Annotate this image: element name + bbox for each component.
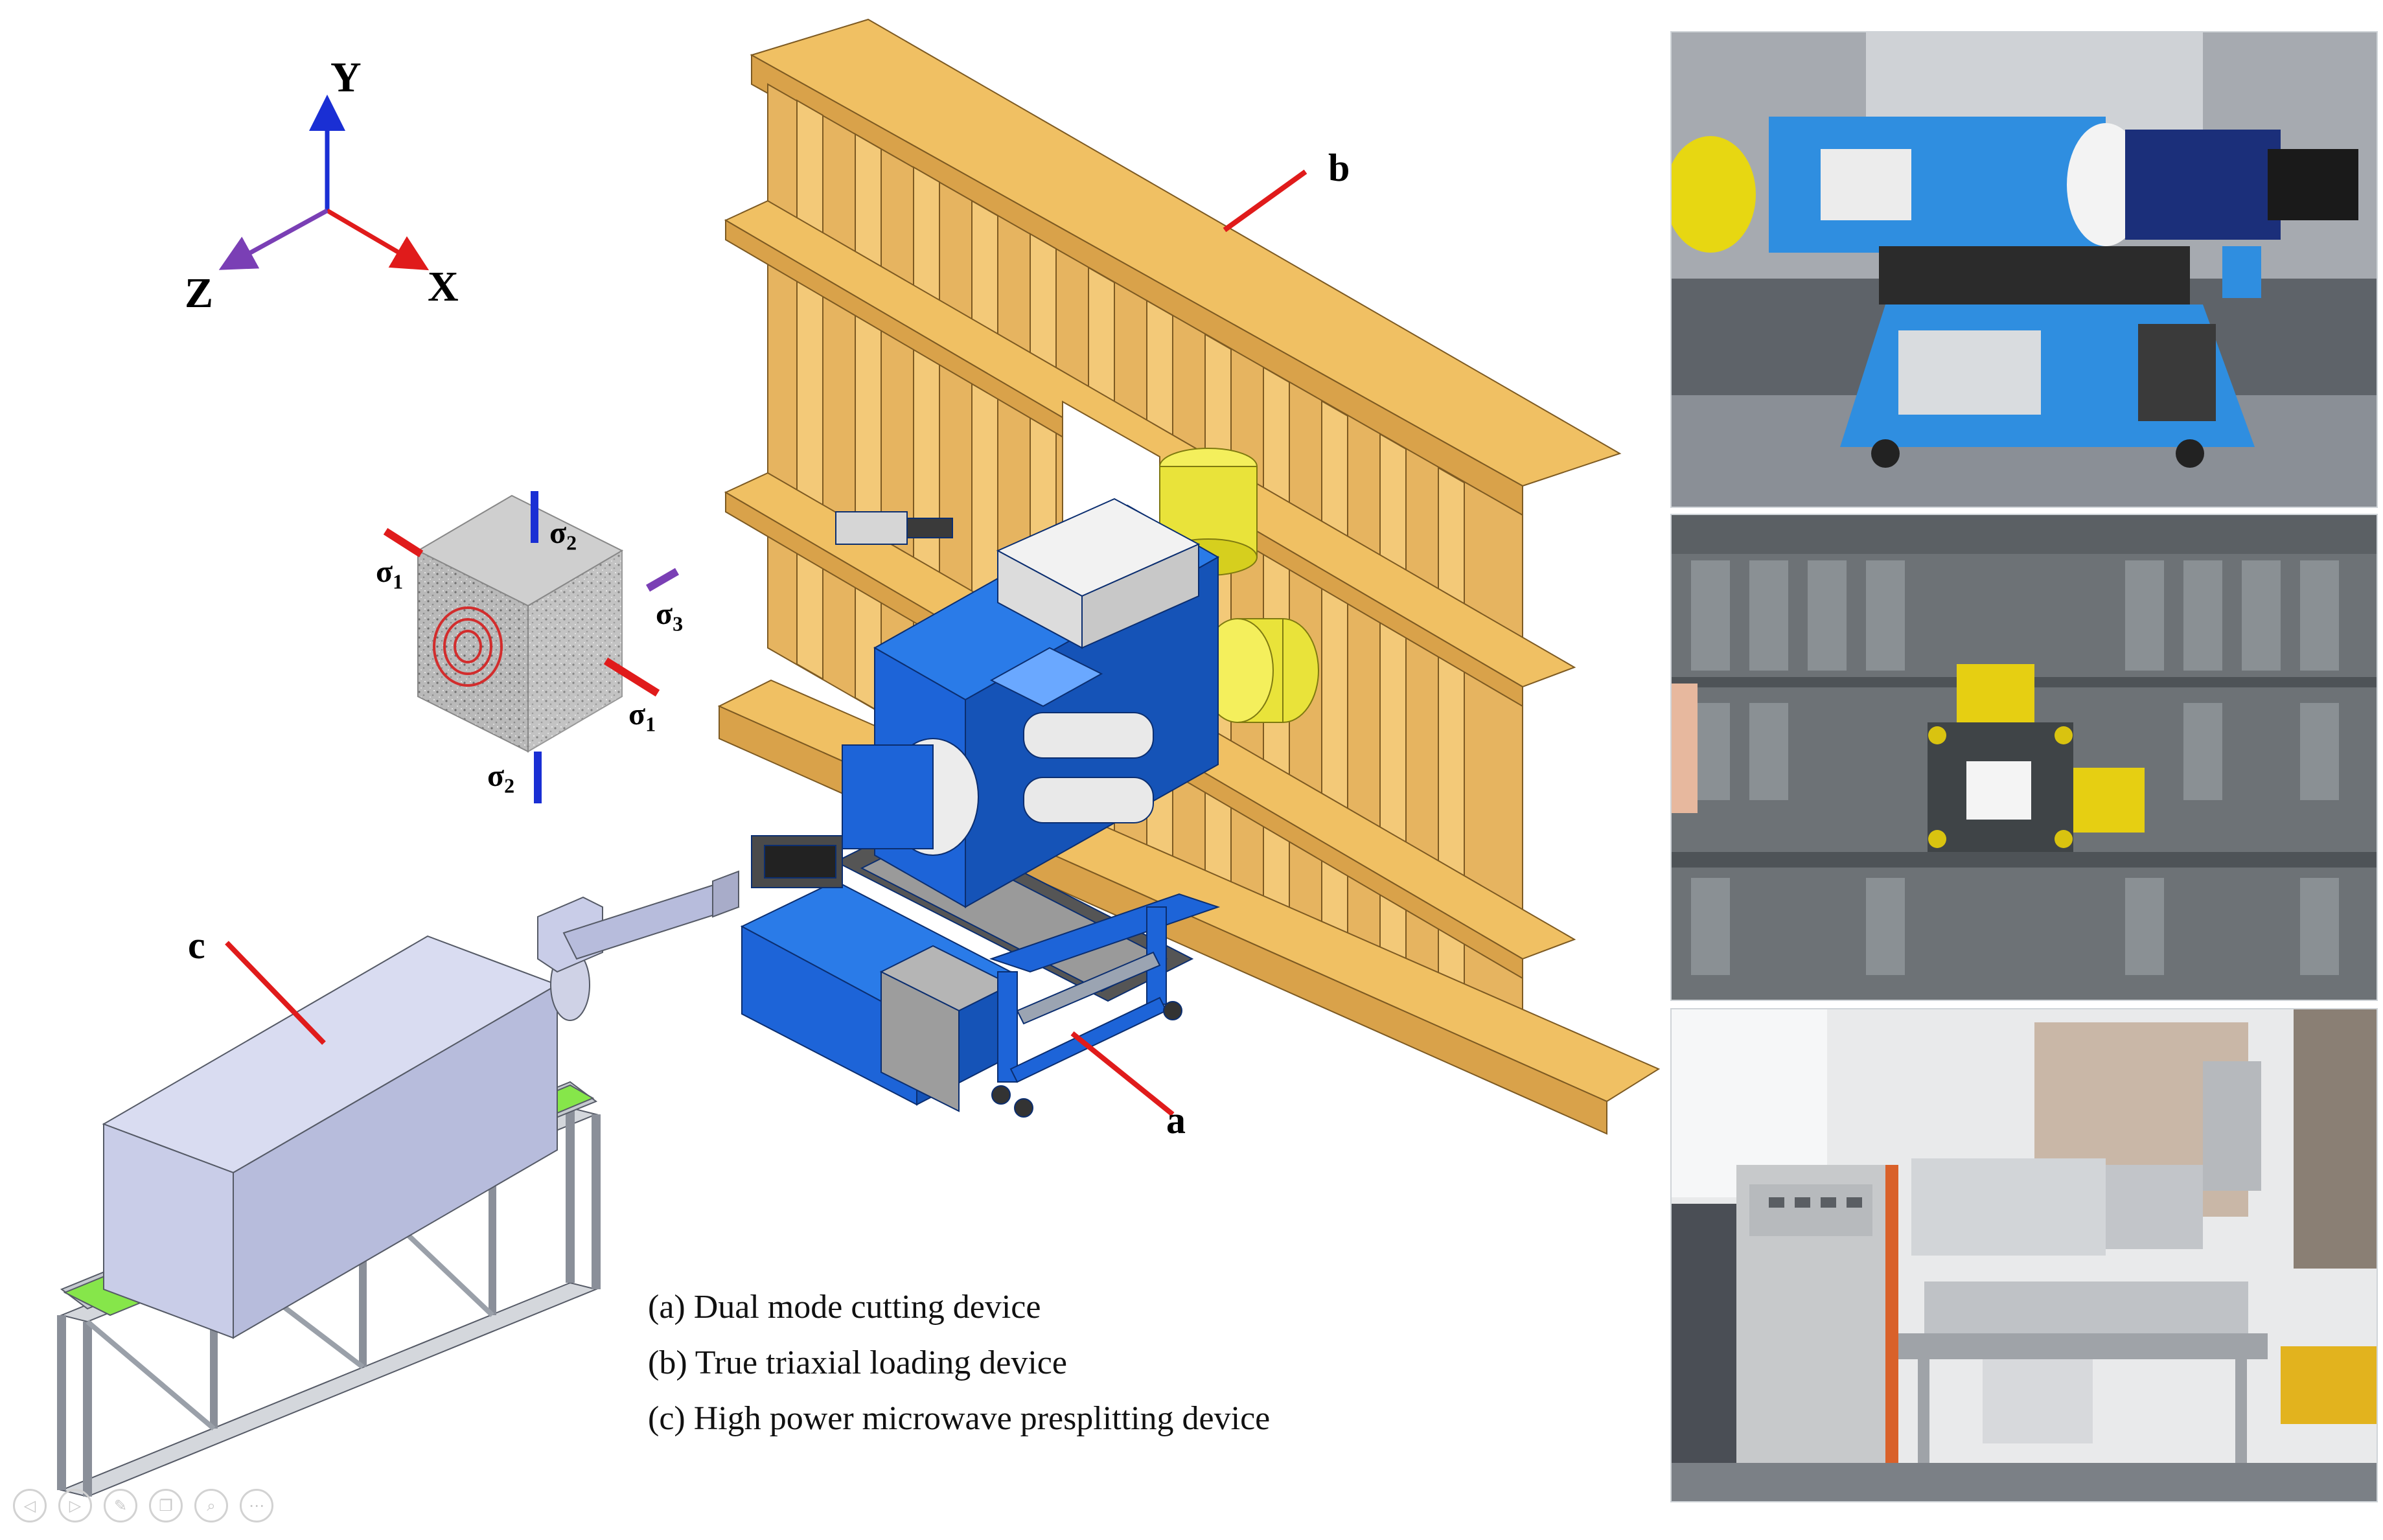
rock-specimen-cube	[383, 491, 680, 803]
x-axis-label: X	[428, 263, 459, 310]
previous-icon[interactable]: ◁	[13, 1489, 47, 1523]
z-axis-arrow	[218, 208, 328, 270]
zoom-icon[interactable]: ⌕	[194, 1489, 228, 1523]
next-icon[interactable]: ▷	[58, 1489, 92, 1523]
crack-rings	[433, 606, 503, 687]
copy-icon[interactable]: ❐	[149, 1489, 183, 1523]
sigma1-right-label: σ1	[628, 697, 656, 736]
coordinate-axes	[218, 95, 430, 271]
leader-line-c	[225, 941, 326, 1045]
sigma2-top-label: σ2	[549, 516, 577, 555]
leader-line-a	[1070, 1031, 1175, 1117]
sigma2-bottom-label: σ2	[487, 759, 515, 798]
sigma3-arrow	[645, 568, 680, 592]
photo-dual-mode-cutting-device	[1670, 31, 2378, 508]
microwave-presplitting-device	[57, 870, 740, 1498]
sigma1-left-label: σ1	[376, 555, 404, 593]
player-controls: ◁ ▷ ✎ ❐ ⌕ ⋯	[13, 1489, 273, 1523]
sigma1-left-arrow	[383, 527, 424, 558]
dual-mode-cutting-device	[740, 498, 1221, 1118]
pen-icon[interactable]: ✎	[104, 1489, 137, 1523]
part-label-c: c	[188, 924, 205, 967]
part-label-b: b	[1328, 146, 1350, 189]
legend-item-a: (a) Dual mode cutting device	[648, 1289, 1041, 1326]
hydraulic-cylinders	[1159, 448, 1319, 723]
legend: (a) Dual mode cutting device (b) True tr…	[648, 1280, 1270, 1447]
part-label-a: a	[1166, 1099, 1186, 1142]
z-axis-label: Z	[185, 270, 214, 317]
legend-item-b: (b) True triaxial loading device	[648, 1344, 1067, 1381]
true-triaxial-frame	[717, 18, 1661, 1135]
sigma3-label: σ3	[656, 597, 684, 636]
photo-microwave-presplitting-device	[1670, 1008, 2378, 1502]
more-icon[interactable]: ⋯	[240, 1489, 273, 1523]
y-axis-label: Y	[330, 54, 362, 101]
x-axis-arrow	[326, 208, 430, 271]
leader-line-b	[1223, 169, 1307, 233]
sigma1-right-arrow	[603, 657, 660, 697]
photo-true-triaxial-loading-device	[1670, 514, 2378, 1001]
legend-item-c: (c) High power microwave presplitting de…	[648, 1400, 1271, 1437]
